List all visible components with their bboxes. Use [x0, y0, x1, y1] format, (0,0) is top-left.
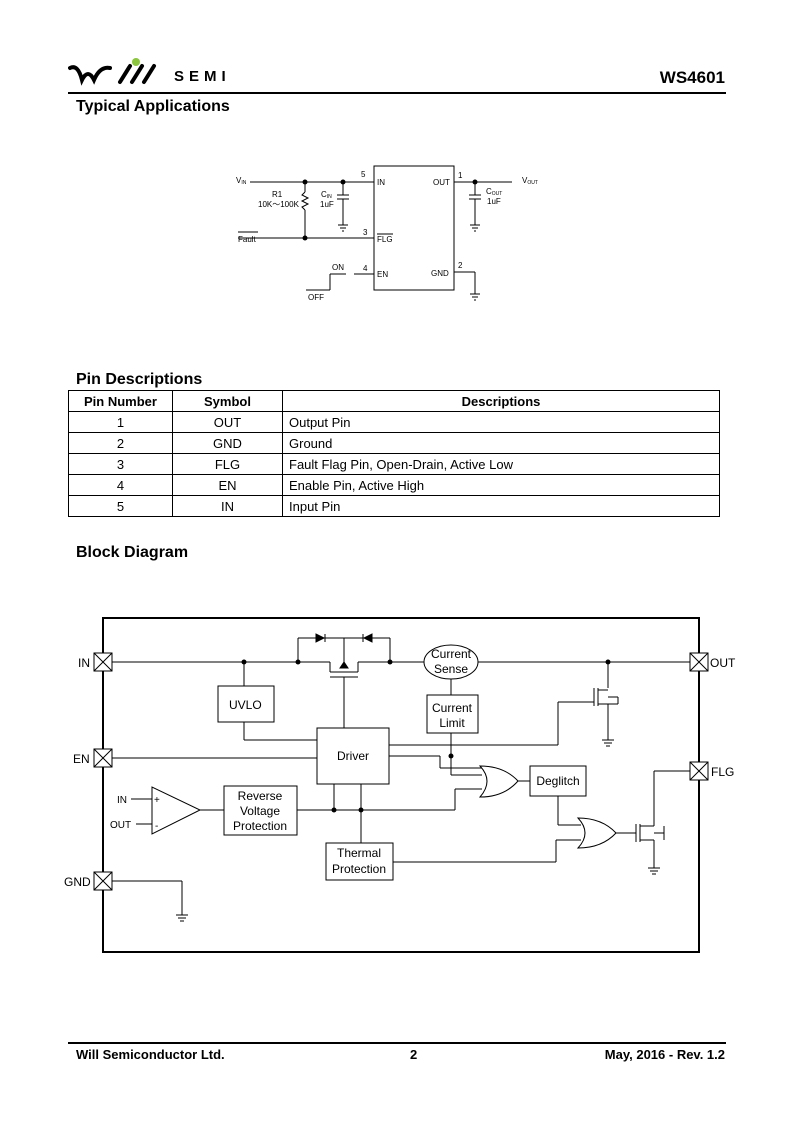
current-limit-label-1: Current	[432, 701, 473, 715]
table-row: 4 EN Enable Pin, Active High	[68, 474, 720, 496]
pin-number: 1	[68, 411, 173, 433]
pin-en-pad	[93, 748, 113, 768]
header-descriptions: Descriptions	[282, 390, 720, 412]
table-row: 1 OUT Output Pin	[68, 411, 720, 433]
block-diagram: IN EN GND OUT FLG UVLO Current Sense Cur…	[64, 617, 736, 953]
deglitch-label: Deglitch	[536, 774, 579, 788]
block-pin-out-label: OUT	[710, 656, 736, 670]
company-logo: SEMI	[68, 58, 258, 90]
reverse-voltage-label-3: Protection	[233, 819, 287, 833]
typical-application-circuit: VIN R1 10K～100K CIN 1uF Fault ON OFF IN …	[236, 165, 538, 302]
cin-name: CIN	[321, 190, 332, 200]
will-logo-icon	[68, 58, 156, 86]
chip-pin-out: OUT	[433, 178, 450, 187]
vout-label: VOUT	[522, 176, 538, 186]
comparator-minus: -	[155, 821, 158, 832]
footer-company: Will Semiconductor Ltd.	[76, 1047, 225, 1062]
current-sense-label-1: Current	[431, 647, 472, 661]
footer-date-revision: May, 2016 - Rev. 1.2	[604, 1047, 725, 1062]
pin-number: 4	[68, 474, 173, 496]
pin-symbol: FLG	[172, 453, 283, 475]
vin-label: VIN	[236, 176, 247, 186]
footer-rule	[68, 1042, 726, 1044]
pin-description: Fault Flag Pin, Open-Drain, Active Low	[282, 453, 720, 475]
driver-label: Driver	[337, 749, 369, 763]
pin-symbol: GND	[172, 432, 283, 454]
cout-value: 1uF	[487, 197, 501, 206]
pin-description: Ground	[282, 432, 720, 454]
comparator-out-label: OUT	[110, 820, 131, 831]
pin-symbol: OUT	[172, 411, 283, 433]
table-row: 3 FLG Fault Flag Pin, Open-Drain, Active…	[68, 453, 720, 475]
pin-description: Enable Pin, Active High	[282, 474, 720, 496]
cin-value: 1uF	[320, 200, 334, 209]
pin-description: Output Pin	[282, 411, 720, 433]
pin-number-4: 4	[363, 264, 368, 273]
r1-name: R1	[272, 190, 283, 199]
block-pin-en-label: EN	[73, 752, 90, 766]
pin-description: Input Pin	[282, 495, 720, 517]
logo-text: SEMI	[174, 68, 231, 85]
reverse-voltage-label-2: Voltage	[240, 804, 280, 818]
pin-number-3: 3	[363, 228, 368, 237]
pin-number-5: 5	[361, 170, 366, 179]
pin-number: 3	[68, 453, 173, 475]
section-title-block-diagram: Block Diagram	[76, 544, 189, 561]
off-label: OFF	[308, 293, 324, 302]
pin-descriptions-table: Pin Number Symbol Descriptions 1 OUT Out…	[68, 390, 720, 517]
chip-pin-en: EN	[377, 270, 388, 279]
table-row: 2 GND Ground	[68, 432, 720, 454]
r1-value: 10K～100K	[258, 200, 300, 209]
comparator-plus: +	[154, 795, 160, 806]
chip-pin-flg: FLG	[377, 235, 393, 244]
fault-label: Fault	[238, 235, 257, 244]
block-pin-gnd-label: GND	[64, 875, 91, 889]
section-title-typical-applications: Typical Applications	[76, 98, 230, 115]
header-pin-number: Pin Number	[68, 390, 173, 412]
pin-symbol: IN	[172, 495, 283, 517]
section-title-pin-descriptions: Pin Descriptions	[76, 371, 203, 388]
table-row: 5 IN Input Pin	[68, 495, 720, 517]
header-rule	[68, 92, 726, 94]
chip-pin-in: IN	[377, 178, 385, 187]
reverse-voltage-label-1: Reverse	[238, 789, 283, 803]
uvlo-label: UVLO	[229, 698, 262, 712]
footer-page-number: 2	[410, 1047, 418, 1062]
current-sense-label-2: Sense	[434, 662, 468, 676]
chip-pin-gnd: GND	[431, 269, 449, 278]
pin-flg-pad	[689, 761, 709, 781]
pin-symbol: EN	[172, 474, 283, 496]
pin-number-1: 1	[458, 171, 463, 180]
pin-gnd-pad	[93, 871, 113, 891]
pin-number-2: 2	[458, 261, 463, 270]
pin-number: 2	[68, 432, 173, 454]
pin-out-pad	[689, 652, 709, 672]
on-label: ON	[332, 263, 344, 272]
cout-name: COUT	[486, 187, 502, 197]
pin-number: 5	[68, 495, 173, 517]
document-id: WS4601	[659, 68, 725, 87]
header-symbol: Symbol	[172, 390, 283, 412]
thermal-protection-label-2: Protection	[332, 862, 386, 876]
comparator-in-label: IN	[117, 795, 127, 806]
current-limit-label-2: Limit	[439, 716, 465, 730]
block-pin-in-label: IN	[78, 656, 90, 670]
thermal-protection-label-1: Thermal	[337, 846, 381, 860]
pin-in-pad	[93, 652, 113, 672]
table-header-row: Pin Number Symbol Descriptions	[68, 390, 720, 412]
block-pin-flg-label: FLG	[711, 765, 734, 779]
